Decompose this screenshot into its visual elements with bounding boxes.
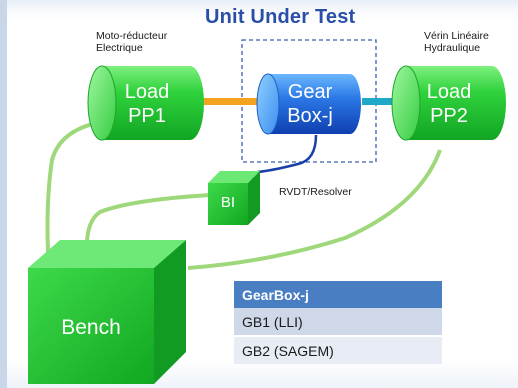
bi-label: BI: [220, 194, 236, 211]
left-frame-strip: [0, 0, 7, 388]
load-pp2-line2: PP2: [430, 105, 468, 127]
load-pp1-label: Load PP1: [104, 80, 190, 128]
cable-pp1-bench: [45, 120, 102, 253]
moto-reducteur-line2: Electrique: [96, 42, 143, 54]
load-pp1-line2: PP1: [128, 105, 166, 127]
cable-pp2-bench: [187, 149, 442, 270]
rvdt-wire: [250, 134, 318, 182]
rvdt-resolver-label: RVDT/Resolver: [279, 186, 352, 198]
table-row: GB2 (SAGEM): [234, 336, 442, 364]
moto-reducteur-line1: Moto-réducteur: [96, 30, 168, 42]
bench-label: Bench: [61, 316, 121, 339]
load-pp2-cylinder: [391, 65, 506, 141]
moto-reducteur-label: Moto-réducteur Electrique: [96, 30, 167, 54]
bi-cube: [208, 171, 260, 225]
load-pp2-line1: Load: [426, 81, 472, 103]
gearbox-table: GearBox-j GB1 (LLI) GB2 (SAGEM): [234, 281, 442, 364]
gearbox-cylinder: [256, 73, 361, 135]
gearbox-line2: Box-j: [287, 105, 333, 127]
gearbox-label: Gear Box-j: [268, 80, 352, 128]
verin-line1: Vérin Linéaire: [424, 30, 489, 42]
table-row: GB1 (LLI): [234, 308, 442, 337]
shaft-pp1-gearbox: [203, 98, 261, 105]
table-header: GearBox-j: [234, 281, 442, 308]
diagram-title: Unit Under Test: [205, 6, 356, 28]
cable-bi-bench: [84, 193, 211, 256]
load-pp1-cylinder: [87, 65, 204, 141]
verin-label: Vérin Linéaire Hydraulique: [424, 30, 489, 54]
load-pp2-label: Load PP2: [406, 80, 492, 128]
verin-line2: Hydraulique: [424, 42, 481, 54]
load-pp1-line1: Load: [124, 81, 170, 103]
gearbox-line1: Gear: [287, 81, 333, 103]
shaft-gearbox-pp2: [362, 98, 400, 105]
bench-cube: [28, 240, 186, 384]
